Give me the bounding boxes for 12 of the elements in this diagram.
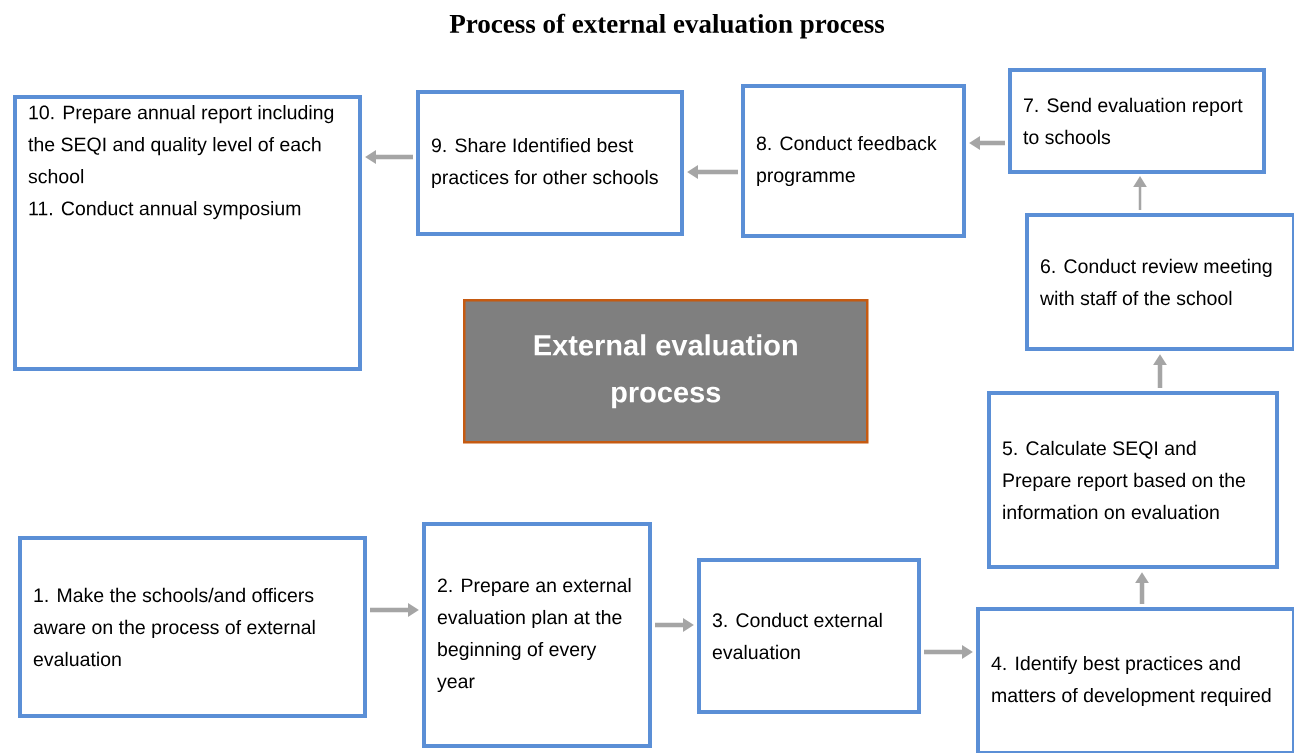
step-box: 1. Make the schools/and officers aware on the process of external evaluation — [18, 536, 367, 718]
step-box: 5. Calculate SEQI and Prepare report based on the information on evaluation — [987, 391, 1279, 569]
step-box: 8. Conduct feedback programme — [741, 84, 966, 238]
center-box: External evaluation process — [463, 299, 869, 444]
step-box: 7. Send evaluation report to schools — [1008, 68, 1266, 174]
step-box: 4. Identify best practices and matters of development required — [976, 607, 1294, 753]
step-box: 2. Prepare an external evaluation plan at the beginning of every year — [422, 522, 652, 748]
step-box: 3. Conduct external evaluation — [697, 558, 921, 714]
title: Process of external evaluation process — [449, 13, 885, 39]
step-box: 10. Prepare annual report including the SEQI and quality level of each school 11. Conduct annual symposium — [13, 95, 362, 371]
step-box: 9. Share Identified best practices for other schools — [416, 90, 684, 236]
step-box: 6. Conduct review meeting with staff of the school — [1025, 213, 1294, 351]
